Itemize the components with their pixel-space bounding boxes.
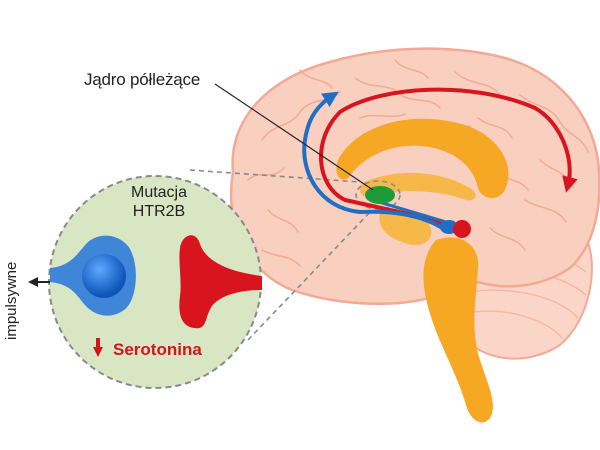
red-pathway xyxy=(318,87,578,230)
blue-pathway xyxy=(302,91,450,234)
mutation-label-line1: Mutacja xyxy=(130,184,188,201)
corpus-callosum xyxy=(336,118,509,199)
arrow-left-icon xyxy=(28,277,50,287)
nucleus-accumbens xyxy=(365,186,395,204)
mutation-label-line2: HTR2B xyxy=(132,203,186,220)
arrow-down-icon xyxy=(93,347,103,357)
arrow-down-icon-stem xyxy=(96,338,100,348)
inset-content xyxy=(50,235,262,357)
red-neuron xyxy=(179,235,262,329)
mutation-label: Mutacja HTR2B xyxy=(104,183,214,221)
brainstem xyxy=(423,237,493,423)
blue-vesicle xyxy=(82,254,126,298)
serotonin-label: Serotonina xyxy=(113,340,202,359)
nucleus-leader-line xyxy=(214,83,374,191)
nucleus-accumbens-label: Jądro półleżące xyxy=(84,70,201,89)
raphe-nucleus xyxy=(453,220,471,238)
fornix xyxy=(360,172,476,201)
impulsive-label: impulsywne xyxy=(3,261,20,340)
